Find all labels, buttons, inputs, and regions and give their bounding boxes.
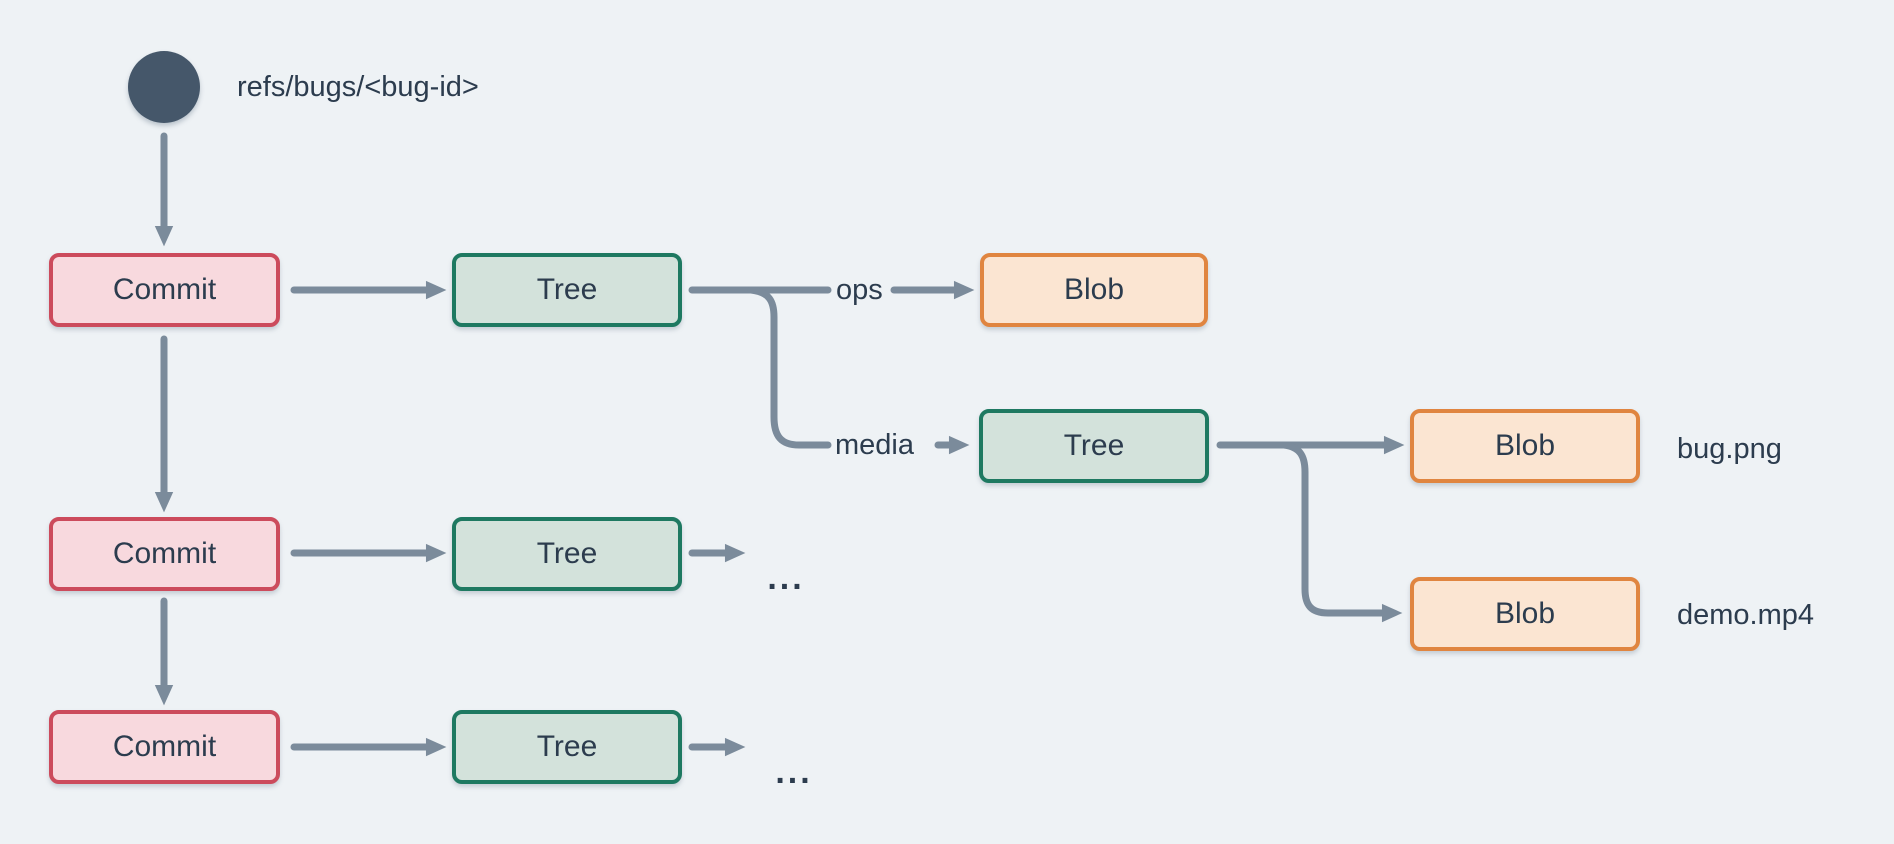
edge-tree1-branch-to-media-label — [747, 286, 832, 449]
file-label-demo: demo.mp4 — [1677, 598, 1815, 631]
file-label-bug: bug.png — [1677, 432, 1782, 465]
commit-node-label: Commit — [112, 730, 217, 763]
ref-label: refs/bugs/<bug-id> — [237, 70, 479, 103]
edge-label-ops: ops — [836, 273, 883, 306]
ellipsis-row2: ... — [767, 558, 805, 597]
blob-node-label: Blob — [1494, 429, 1556, 462]
tree-node-label: Tree — [1063, 429, 1125, 462]
blob-node-label: Blob — [1063, 273, 1125, 306]
edge-label-media: media — [835, 428, 914, 461]
ellipsis-row3: ... — [775, 752, 813, 791]
commit-node-3: Commit — [49, 710, 280, 784]
blob-node-ops: Blob — [980, 253, 1208, 327]
commit-node-label: Commit — [112, 273, 217, 306]
tree-node-media: Tree — [979, 409, 1209, 483]
tree-node-1: Tree — [452, 253, 682, 327]
edge-media-tree-branch-to-blob-demo — [1280, 441, 1403, 623]
tree-node-label: Tree — [536, 273, 598, 306]
blob-node-bug: Blob — [1410, 409, 1640, 483]
blob-node-label: Blob — [1494, 597, 1556, 630]
ref-node — [128, 51, 200, 123]
commit-node-2: Commit — [49, 517, 280, 591]
tree-node-label: Tree — [536, 730, 598, 763]
tree-node-3: Tree — [452, 710, 682, 784]
tree-node-2: Tree — [452, 517, 682, 591]
commit-node-label: Commit — [112, 537, 217, 570]
commit-node-1: Commit — [49, 253, 280, 327]
tree-node-label: Tree — [536, 537, 598, 570]
blob-node-demo: Blob — [1410, 577, 1640, 651]
